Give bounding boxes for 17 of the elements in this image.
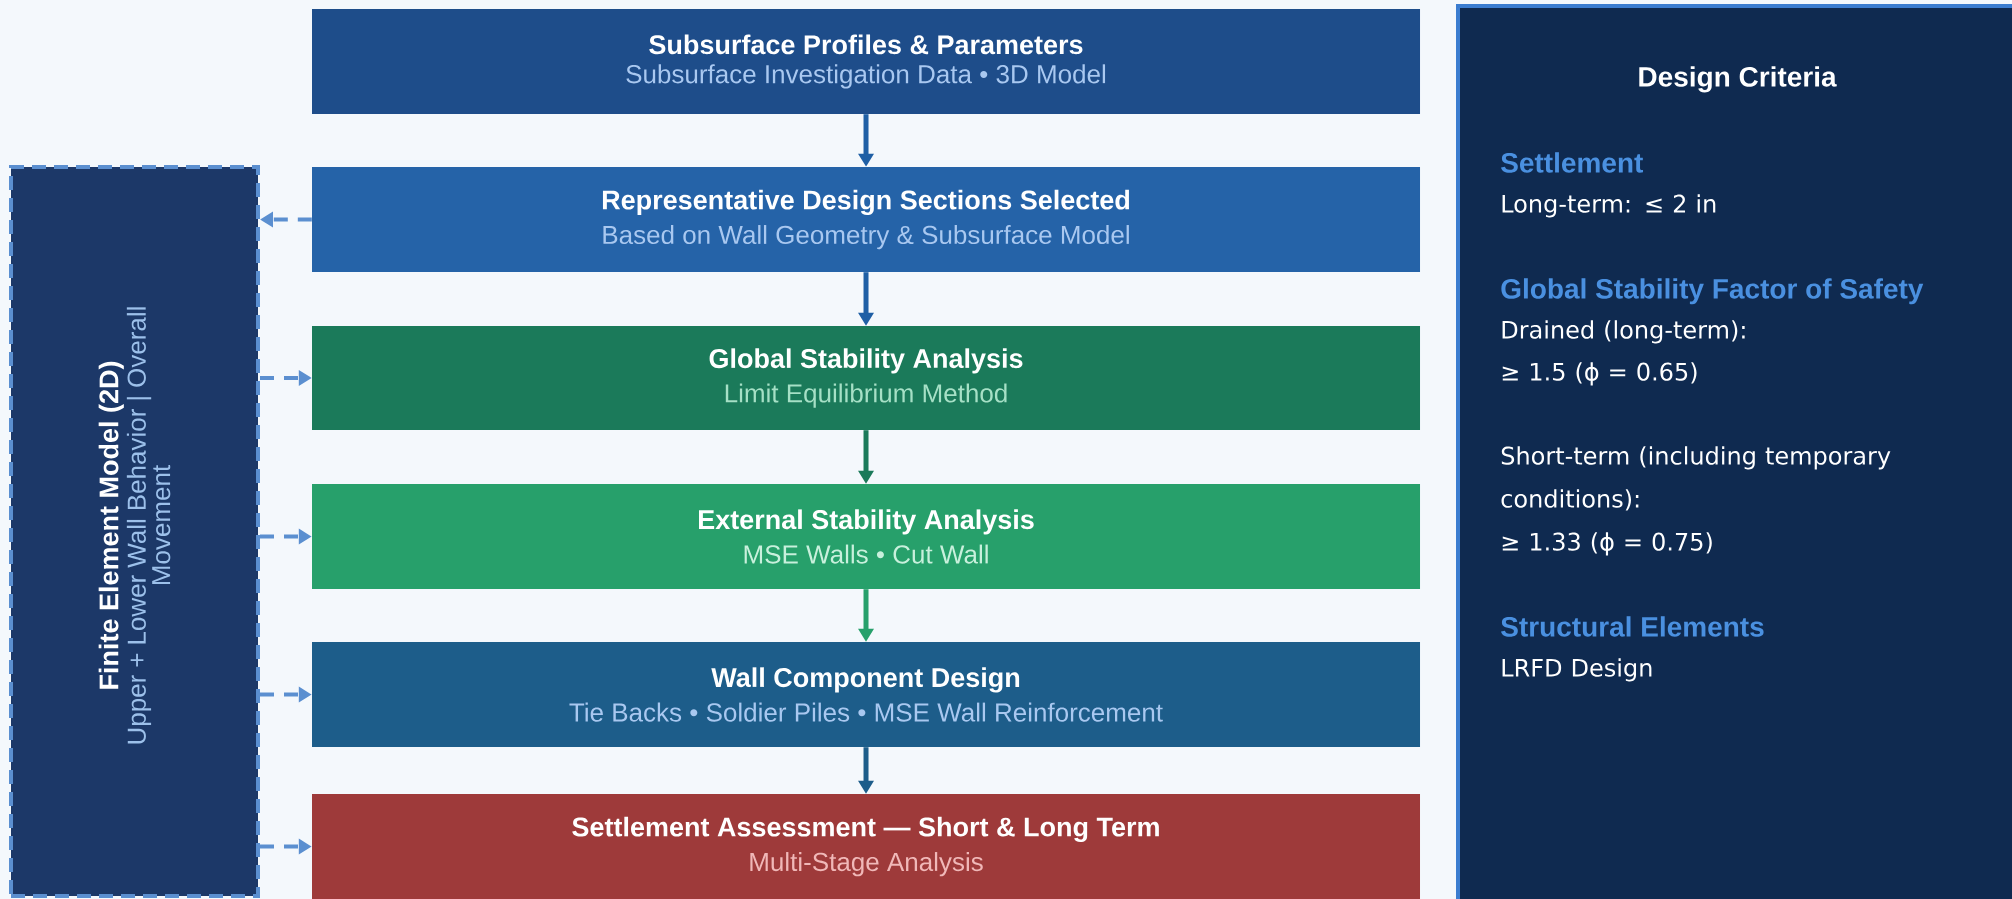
- criteria-text: Long-term: ≤ 2 in: [1502, 194, 1716, 218]
- criteria-heading: Structural Elements: [1501, 616, 1764, 637]
- process-box: Representative Design Sections Selected Based on Wall Geometry & Subsurface Model: [312, 167, 1420, 272]
- criteria-heading: Global Stability Factor of Safety: [1501, 278, 1924, 305]
- criteria-text: LRFD Design: [1502, 658, 1652, 682]
- criteria-text: ≥ 1.33 (ϕ = 0.75): [1502, 532, 1712, 556]
- criteria-text: Short-term (including temporary conditions):: [1501, 446, 1891, 511]
- process-box: External Stability Analysis MSE Walls • Cut Wall: [312, 484, 1420, 589]
- panel-title: Design Criteria: [1639, 66, 1837, 93]
- process-box: Subsurface Profiles & Parameters Subsurface Investigation Data • 3D Model: [312, 9, 1420, 114]
- side-box: Finite Element Model (2D) Upper + Lower Wall Behavior | Overall Movement: [9, 165, 260, 898]
- process-box: Wall Component Design Tie Backs • Soldier Piles • MSE Wall Reinforcement: [312, 642, 1420, 747]
- process-box: Settlement Assessment — Short & Long Term Multi-Stage Analysis: [312, 794, 1420, 899]
- process-box: Global Stability Analysis Limit Equilibrium Method: [312, 326, 1420, 430]
- criteria-heading: Settlement: [1501, 152, 1643, 173]
- criteria-text: Drained (long-term):: [1502, 320, 1745, 344]
- criteria-text: ≥ 1.5 (ϕ = 0.65): [1502, 362, 1697, 386]
